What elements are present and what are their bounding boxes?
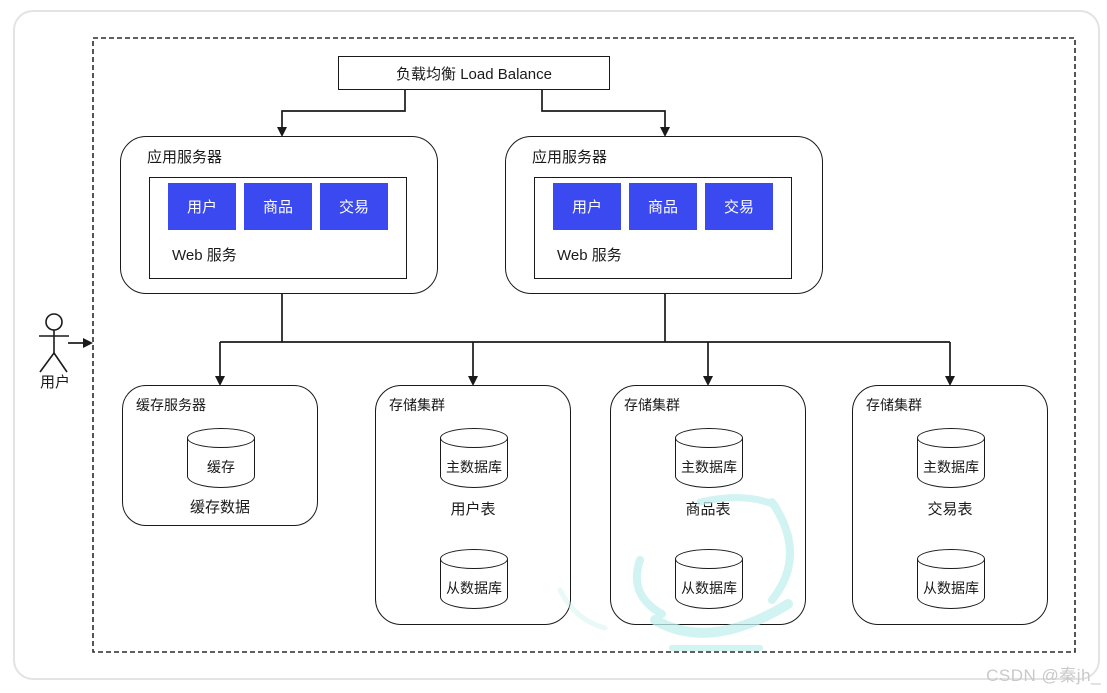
app-server-card: 应用服务器 用户 商品 交易 Web 服务 [505,136,823,294]
service-chip-row: 用户 商品 交易 [168,183,388,230]
master-db-cylinder-icon: 主数据库 [675,428,743,488]
app-server-card: 应用服务器 用户 商品 交易 Web 服务 [120,136,438,294]
web-service-box: 用户 商品 交易 Web 服务 [534,177,792,279]
slave-db-cylinder-icon: 从数据库 [675,549,743,609]
slave-db-label: 从数据库 [681,580,737,596]
storage-cluster-card: 存储集群 主数据库 交易表 从数据库 [852,385,1048,625]
master-db-label: 主数据库 [446,459,502,475]
storage-cluster-title: 存储集群 [866,397,922,413]
app-server-title: 应用服务器 [147,149,223,166]
cache-caption: 缓存数据 [189,499,250,516]
service-chip-row: 用户 商品 交易 [553,183,773,230]
storage-cluster-title: 存储集群 [624,397,680,413]
storage-cluster-card: 存储集群 主数据库 用户表 从数据库 [375,385,571,625]
table-caption: 用户表 [450,501,496,518]
slave-db-cylinder-icon: 从数据库 [440,549,508,609]
cylinder-top [440,428,508,448]
table-caption: 商品表 [685,501,731,518]
cylinder-top [187,428,255,448]
cylinder-top [917,549,985,569]
cache-server-card: 缓存服务器 缓存 缓存数据 [122,385,318,526]
storage-cluster-card: 存储集群 主数据库 商品表 从数据库 [610,385,806,625]
load-balancer-label: 负载均衡 Load Balance [396,65,552,83]
slave-db-label: 从数据库 [923,580,979,596]
slave-db-label: 从数据库 [446,580,502,596]
watermark-text: CSDN @秦jh_ [986,666,1101,685]
service-chip-trade: 交易 [705,183,773,230]
storage-cluster-title: 存储集群 [389,397,445,413]
service-chip-user: 用户 [553,183,621,230]
app-server-title: 应用服务器 [532,149,608,166]
service-chip-product: 商品 [629,183,697,230]
cylinder-top [675,428,743,448]
load-balancer-box: 负载均衡 Load Balance [338,56,610,90]
cache-cylinder-label: 缓存 [207,459,235,475]
table-caption: 交易表 [927,501,973,518]
master-db-label: 主数据库 [681,459,737,475]
cylinder-top [917,428,985,448]
cylinder-top [675,549,743,569]
service-chip-trade: 交易 [320,183,388,230]
cylinder-top [440,549,508,569]
master-db-cylinder-icon: 主数据库 [917,428,985,488]
service-chip-user: 用户 [168,183,236,230]
master-db-label: 主数据库 [923,459,979,475]
cache-server-title: 缓存服务器 [136,397,206,413]
service-chip-product: 商品 [244,183,312,230]
web-service-label: Web 服务 [172,247,237,264]
web-service-label: Web 服务 [557,247,622,264]
page-border [13,10,1100,680]
web-service-box: 用户 商品 交易 Web 服务 [149,177,407,279]
master-db-cylinder-icon: 主数据库 [440,428,508,488]
slave-db-cylinder-icon: 从数据库 [917,549,985,609]
user-actor-label: 用户 [39,374,70,391]
cache-cylinder-icon: 缓存 [187,428,255,488]
